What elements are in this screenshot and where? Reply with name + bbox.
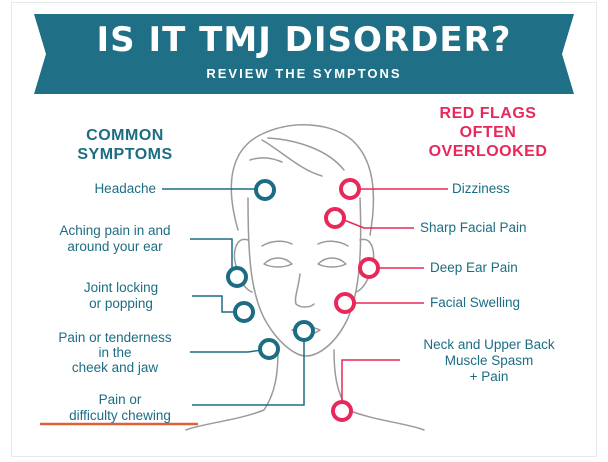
red-flag-label-neck-spasm: Neck and Upper Back Muscle Spasm + Pain: [423, 337, 555, 384]
circle-marker-icon[interactable]: [331, 400, 353, 422]
red-flag-label-dizziness: Dizziness: [452, 181, 510, 196]
symptom-label-ear-ache: Aching pain in and around your ear: [59, 223, 171, 254]
circle-marker-icon[interactable]: [233, 301, 255, 323]
title-banner: IS IT TMJ DISORDER? REVIEW THE SYMPTONS: [34, 14, 574, 94]
circle-marker-icon[interactable]: [258, 338, 280, 360]
common-symptoms-heading: COMMON SYMPTOMS: [77, 127, 173, 163]
red-flag-label-sharp-pain: Sharp Facial Pain: [420, 220, 527, 235]
symptom-label-headache: Headache: [94, 181, 156, 196]
circle-marker-icon[interactable]: [324, 207, 346, 229]
page-subtitle: REVIEW THE SYMPTONS: [206, 66, 402, 81]
symptom-label-chewing: Pain or difficulty chewing: [69, 392, 171, 423]
circle-marker-icon[interactable]: [358, 257, 380, 279]
red-flag-label-deep-ear-pain: Deep Ear Pain: [430, 260, 518, 275]
symptom-label-joint-locking: Joint locking or popping: [83, 280, 159, 311]
banner-ribbon-shape: [34, 14, 574, 94]
circle-marker-icon[interactable]: [254, 179, 276, 201]
red-flags-heading: RED FLAGS OFTEN OVERLOOKED: [428, 105, 548, 160]
circle-marker-icon[interactable]: [339, 178, 361, 200]
symptom-label-cheek-jaw: Pain or tenderness in the cheek and jaw: [58, 330, 172, 375]
circle-marker-icon[interactable]: [334, 292, 356, 314]
circle-marker-icon[interactable]: [293, 320, 315, 342]
red-flag-label-facial-swelling: Facial Swelling: [430, 295, 521, 310]
page-title: IS IT TMJ DISORDER?: [96, 20, 512, 60]
circle-marker-icon[interactable]: [226, 266, 248, 288]
